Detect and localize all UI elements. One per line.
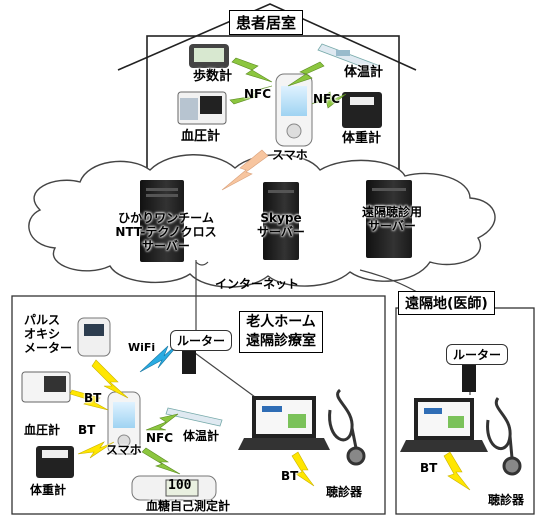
pulse-oximeter-line-1: パルス: [24, 313, 61, 327]
nursing-home-title: 老人ホーム 遠隔診療室: [239, 311, 323, 353]
stethoscope-server-line-1: 遠隔聴診用: [361, 205, 422, 219]
remote-site-title: 遠隔地(医師): [398, 291, 495, 315]
scale-label: 体重計: [342, 131, 382, 146]
bt-label-upper: BT: [84, 391, 102, 405]
blood-pressure-device-nursing: [21, 371, 71, 403]
nursing-home-title-line-1: 老人ホーム: [246, 314, 316, 330]
blood-pressure-device: [177, 91, 227, 125]
skype-server-line-2: サーバー: [257, 224, 305, 239]
bt-label-stethoscope-nursing: BT: [281, 469, 299, 483]
hikari-server-label: ひかりワンチーム NTT-テクノクロス サーバー: [108, 211, 224, 253]
pulse-oximeter-device: [77, 317, 111, 357]
patient-room-title: 患者居室: [229, 10, 304, 35]
smartphone-patient: [275, 73, 313, 147]
lightning-bolts-patient: [229, 57, 347, 109]
smartphone-label: スマホ: [272, 148, 308, 162]
stethoscope-label-nursing: 聴診器: [326, 485, 363, 499]
thermometer-label: 体温計: [344, 65, 384, 80]
lightning-bolt-uplink: [221, 149, 269, 191]
scale-device: [342, 92, 382, 128]
bt-label-lower: BT: [78, 423, 96, 437]
blood-pressure-label-nursing: 血圧計: [24, 423, 61, 437]
server-skype: [263, 182, 299, 260]
bt-label-remote: BT: [420, 461, 438, 475]
glucose-meter-device: [131, 475, 217, 501]
stethoscope-nursing: [328, 388, 366, 466]
wifi-label: WiFi: [128, 341, 156, 354]
smartphone-label-nursing: スマホ: [106, 443, 142, 457]
router-label-nursing: ルーター: [170, 330, 233, 351]
smartphone-nursing: [107, 391, 141, 455]
router-remote: [462, 358, 476, 392]
pulse-oximeter-line-2: オキシ: [24, 326, 61, 341]
hikari-server-line-1: ひかりワンチーム: [118, 211, 214, 225]
pedometer-label: 歩数計: [193, 69, 233, 84]
thermometer-label-nursing: 体温計: [183, 429, 220, 443]
scale-device-nursing: [36, 446, 74, 478]
router-label-remote: ルーター: [446, 344, 509, 365]
server-hikari: [140, 180, 184, 262]
stethoscope-server-label: 遠隔聴診用 サーバー: [352, 205, 432, 234]
nfc-label-right: NFC: [313, 92, 341, 106]
hikari-server-line-3: サーバー: [142, 238, 190, 253]
blood-pressure-label: 血圧計: [181, 129, 221, 144]
stethoscope-server-line-2: サーバー: [368, 218, 416, 233]
pulse-oximeter-line-3: メーター: [24, 340, 73, 355]
stethoscope-remote: [486, 397, 522, 476]
lightning-bolt-remote: [443, 451, 471, 491]
lightning-bolts-nursing: [69, 337, 315, 487]
skype-server-label: Skype サーバー: [246, 211, 316, 240]
internet-label: インターネット: [215, 277, 300, 291]
nfc-label-left: NFC: [244, 87, 272, 101]
nursing-home-title-line-2: 遠隔診療室: [246, 332, 316, 349]
glucose-meter-label: 血糖自己測定計: [146, 499, 231, 513]
stethoscope-label-remote: 聴診器: [488, 493, 525, 507]
server-stethoscope: [366, 180, 412, 258]
hikari-server-line-2: NTT-テクノクロス: [115, 224, 217, 239]
laptop-remote: [400, 398, 488, 452]
scale-label-nursing: 体重計: [30, 483, 67, 497]
nursing-home-room: [11, 295, 386, 515]
glucose-reading: 100: [168, 478, 192, 493]
thermometer-device: [317, 43, 381, 73]
thermometer-device-nursing: [165, 407, 223, 427]
laptop-nursing: [238, 396, 330, 450]
nfc-label-nursing: NFC: [146, 431, 174, 445]
pulse-oximeter-label: パルス オキシ メーター: [24, 313, 73, 355]
pedometer-device: [189, 44, 229, 68]
skype-server-line-1: Skype: [260, 211, 302, 225]
